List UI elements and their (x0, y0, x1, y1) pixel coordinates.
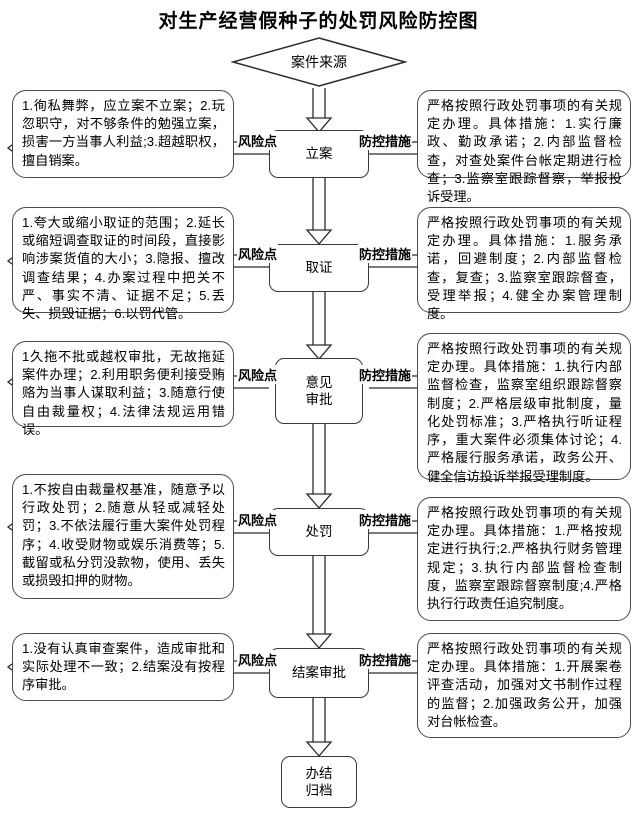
end-node-line2: 归档 (305, 783, 333, 798)
arrow-yiJian-to-chuFa (305, 424, 333, 509)
process-node-chu-fa[interactable]: 处罚 (269, 508, 369, 556)
process-node-line1: 意见 (305, 374, 333, 390)
arrow-source-to-liAn (305, 88, 333, 133)
process-node-li-an[interactable]: 立案 (269, 130, 369, 178)
measure-box-jie-an-shen-pi: 严格按照行政处罚事项的有关规定办理。具体措施：1.开展案卷评查活动，加强对文书制… (417, 633, 631, 738)
link-label-risk-yi-jian-shen-pi: 风险点 (237, 365, 279, 384)
measure-box-chu-fa: 严格按照行政处罚事项的有关规定办理。具体措施：1.严格按规定进行执行;2.严格执… (417, 497, 631, 621)
arrow-quZheng-to-yiJian (305, 292, 333, 360)
arrow-liAn-to-quZheng (305, 178, 333, 245)
end-node-line1: 办结 (305, 765, 333, 781)
risk-box-chu-fa: 1.不按自由裁量权基准，随意予以行政处罚；2.随意从轻或减轻处罚；3.不依法履行… (12, 474, 234, 599)
diamond-shape (231, 37, 407, 87)
process-node-line2: 审批 (305, 392, 333, 407)
link-label-risk-chu-fa: 风险点 (237, 510, 279, 529)
link-label-measure-qu-zheng: 防控措施 (358, 244, 413, 263)
risk-box-yi-jian-shen-pi: 1久拖不批或越权审批，无故拖延案件办理；2.利用职务便利接受贿赂为当事人谋取利益… (12, 341, 234, 437)
end-node[interactable]: 办结 归档 (281, 756, 357, 808)
link-label-measure-yi-jian-shen-pi: 防控措施 (358, 365, 413, 384)
link-label-risk-jie-an-shen-pi: 风险点 (237, 650, 279, 669)
process-node-qu-zheng[interactable]: 取证 (269, 244, 369, 292)
measure-box-qu-zheng: 严格按照行政处罚事项的有关规定办理。具体措施：1.服务承诺，回避制度；2.内部监… (417, 207, 631, 321)
link-label-risk-qu-zheng: 风险点 (237, 244, 279, 263)
risk-box-jie-an-shen-pi: 1.没有认真审查案件，造成审批和实际处理不一致；2.结案没有按程序审批。 (12, 633, 234, 701)
measure-box-yi-jian-shen-pi: 严格按照行政处罚事项的有关规定办理。具体措施：1.执行内部监督检查，监察室组织跟… (417, 333, 631, 484)
process-node-yi-jian-shen-pi[interactable]: 意见 审批 (275, 358, 363, 424)
link-label-measure-chu-fa: 防控措施 (358, 510, 413, 529)
risk-box-qu-zheng: 1.夸大或缩小取证的范围；2.延长或缩短调查取证的时间段，直接影响涉案货值的大小… (12, 207, 234, 321)
arrow-chuFa-to-jieAn (305, 556, 333, 649)
process-node-jie-an-shen-pi[interactable]: 结案审批 (269, 648, 369, 698)
page-title: 对生产经营假种子的处罚风险防控图 (158, 11, 479, 32)
risk-box-li-an: 1.徇私舞弊，应立案不立案；2.玩忽职守，对不够条件的勉强立案，损害一方当事人利… (12, 90, 234, 178)
arrow-jieAn-to-end (305, 698, 333, 757)
source-node-label: 案件来源 (291, 54, 347, 70)
link-label-measure-jie-an-shen-pi: 防控措施 (358, 650, 413, 669)
source-node[interactable]: 案件来源 (231, 36, 407, 88)
link-label-risk-li-an: 风险点 (237, 131, 279, 150)
measure-box-li-an: 严格按照行政处罚事项的有关规定办理。具体措施：1.实行廉政、勤政承诺；2.内部监… (417, 90, 631, 204)
link-label-measure-li-an: 防控措施 (358, 131, 413, 150)
